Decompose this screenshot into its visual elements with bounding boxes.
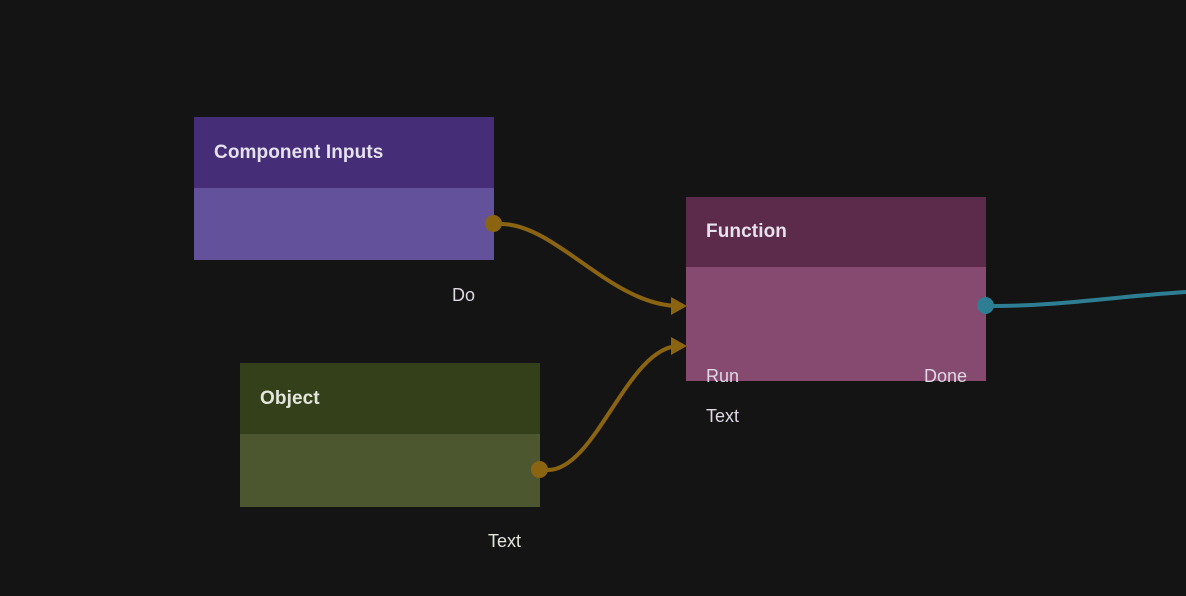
node-body: Do: [194, 188, 494, 305]
edge-done-out: [992, 290, 1186, 308]
output-port-dot-done[interactable]: [977, 297, 994, 314]
edge-do-to-run: [499, 222, 681, 308]
port-label: Text: [706, 405, 740, 426]
output-port-text[interactable]: Text: [488, 530, 521, 552]
port-label: Done: [923, 365, 967, 386]
output-port-dot-text[interactable]: [531, 461, 548, 478]
port-label: Run: [706, 365, 740, 386]
node-body: Text: [240, 434, 540, 551]
node-title: Function: [686, 197, 986, 267]
input-port-run[interactable]: Run: [706, 365, 739, 387]
node-title: Component Inputs: [194, 117, 494, 188]
node-title: Object: [240, 363, 540, 434]
port-label: Text: [487, 530, 521, 551]
edge-text-to-text: [546, 344, 681, 472]
node-component-inputs[interactable]: Component Inputs Do: [194, 117, 502, 305]
input-port-arrow-text-icon[interactable]: [671, 337, 687, 355]
node-body: Run Text Done: [686, 267, 986, 426]
output-port-dot-do[interactable]: [485, 215, 502, 232]
output-port-do[interactable]: Do: [452, 284, 475, 306]
output-port-done[interactable]: Done: [924, 365, 967, 387]
node-function[interactable]: Function Run Text Done: [671, 197, 994, 426]
port-label: Do: [451, 284, 475, 305]
input-port-text[interactable]: Text: [706, 405, 739, 427]
input-port-arrow-run-icon[interactable]: [671, 297, 687, 315]
node-object[interactable]: Object Text: [240, 363, 548, 551]
